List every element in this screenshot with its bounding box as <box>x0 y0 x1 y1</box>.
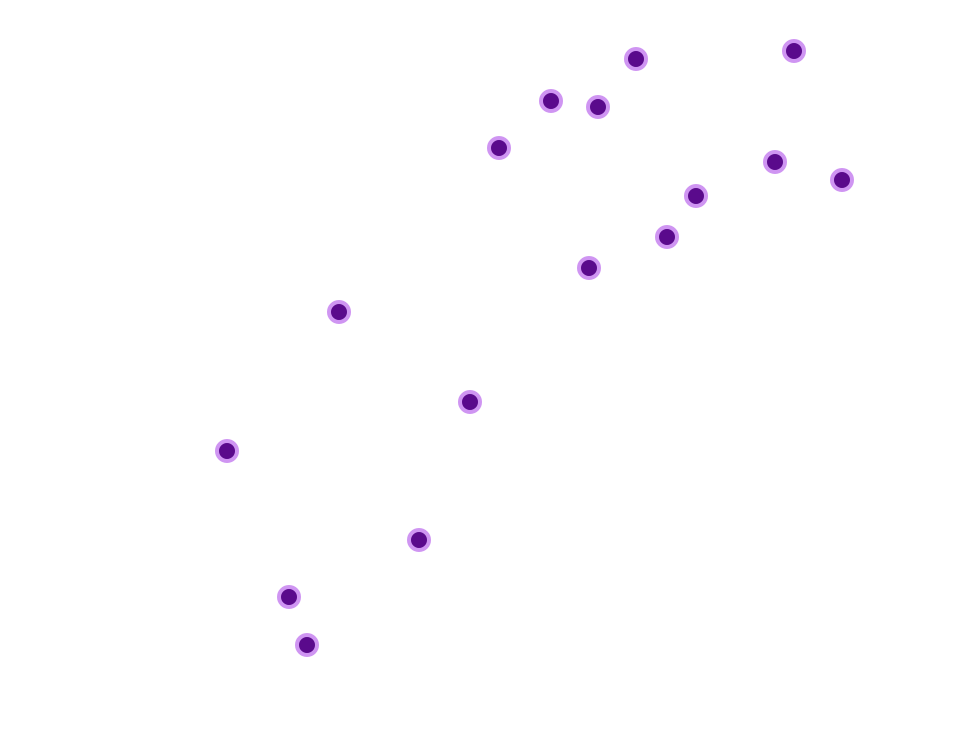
scatter-point <box>327 300 351 324</box>
scatter-point <box>763 150 787 174</box>
scatter-point <box>277 585 301 609</box>
scatter-point <box>782 39 806 63</box>
scatter-point <box>586 95 610 119</box>
scatter-point <box>655 225 679 249</box>
scatter-point <box>684 184 708 208</box>
scatter-point <box>830 168 854 192</box>
scatter-point <box>624 47 648 71</box>
scatter-point <box>458 390 482 414</box>
scatter-point <box>487 136 511 160</box>
scatter-point <box>539 89 563 113</box>
scatter-point <box>215 439 239 463</box>
scatter-point <box>295 633 319 657</box>
scatter-point <box>407 528 431 552</box>
scatter-point <box>577 256 601 280</box>
scatter-points <box>215 39 854 657</box>
